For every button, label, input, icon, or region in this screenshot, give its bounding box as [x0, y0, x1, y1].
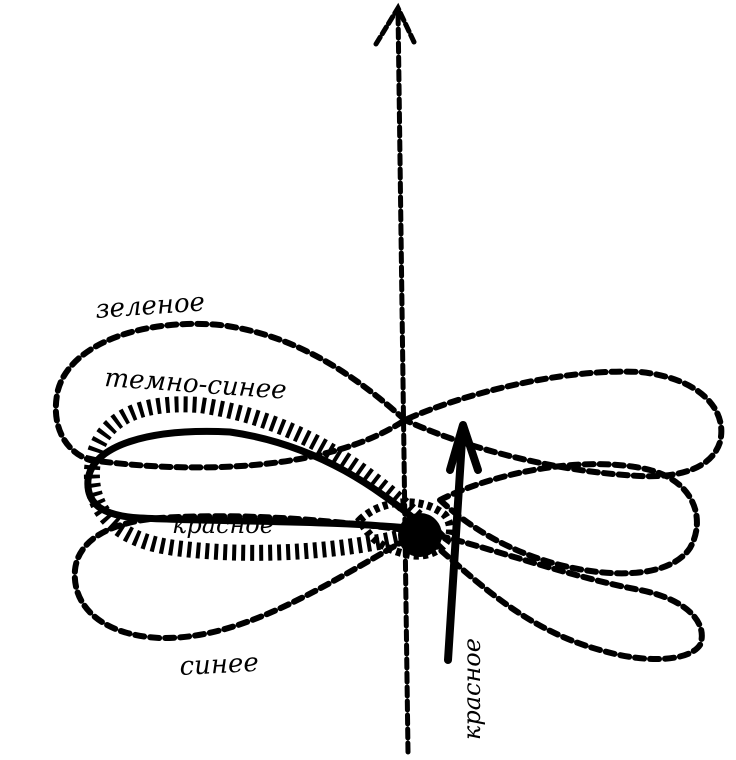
blue-loop [71, 513, 705, 662]
label-red-arrow: красное [458, 638, 486, 740]
label-green: зеленое [94, 287, 206, 325]
label-blue: синее [179, 648, 260, 682]
vertical-axis [395, 7, 411, 755]
label-red-loop: красное [172, 511, 274, 539]
center-scribble [355, 498, 454, 560]
red-loop [84, 427, 440, 535]
center-knot [398, 513, 442, 557]
dark-blue-loop [83, 396, 446, 561]
label-dark-blue: темно-синее [104, 363, 288, 406]
red-arrow-shaft [444, 436, 466, 664]
red-arrow-head [446, 421, 482, 474]
right-inner-loop [434, 461, 700, 577]
vertical-axis-arrowhead [373, 2, 417, 47]
